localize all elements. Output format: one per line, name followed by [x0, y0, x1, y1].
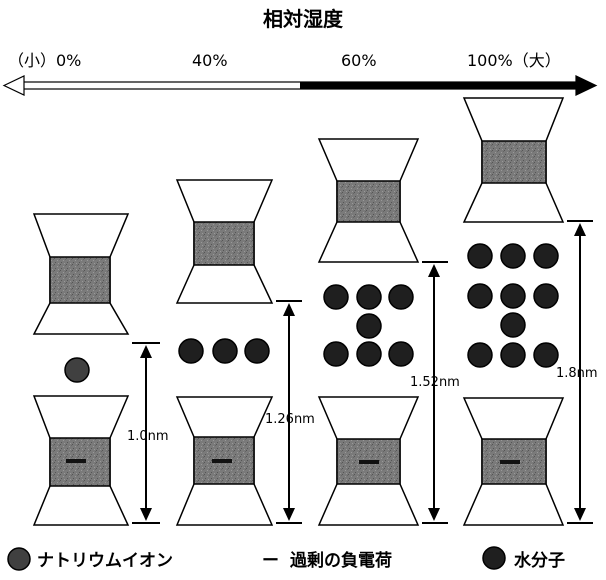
water-molecule-legend-icon	[482, 546, 506, 570]
water-molecule	[212, 338, 238, 364]
upper-layer-core	[49, 256, 111, 304]
water-molecule	[533, 283, 559, 309]
sodium-ion-legend-icon	[7, 547, 31, 571]
water-molecule	[388, 284, 414, 310]
legend: ナトリウムイオン ー 過剰の負電荷 水分子	[7, 546, 565, 571]
axis-tick-40: 40%	[192, 51, 228, 70]
water-molecule	[323, 284, 349, 310]
humidity-axis-arrow	[2, 75, 598, 96]
legend-water-molecule: 水分子	[514, 550, 565, 571]
upper-layer-core	[193, 221, 255, 266]
water-molecule	[388, 341, 414, 367]
upper-layer-core	[336, 180, 401, 223]
legend-sodium-ion: ナトリウムイオン	[37, 551, 173, 571]
legend-negative-charge: 過剰の負電荷	[290, 550, 392, 571]
spacing-label: 1.52nm	[410, 375, 460, 390]
water-molecule	[467, 342, 493, 368]
column-60-percent: 1.52nm	[317, 138, 460, 526]
legend-negative-charge-symbol: ー	[262, 551, 279, 571]
negative-charge-mark	[66, 459, 86, 463]
water-molecule	[500, 283, 526, 309]
column-100-percent: 1.8nm	[462, 97, 598, 526]
water-molecule	[533, 342, 559, 368]
water-molecule	[500, 312, 526, 338]
diagram-title: 相対湿度	[263, 7, 344, 31]
spacing-label: 1.8nm	[556, 366, 598, 381]
negative-charge-mark	[359, 460, 379, 464]
water-molecule	[356, 313, 382, 339]
water-molecule	[356, 284, 382, 310]
axis-tick-60: 60%	[341, 51, 377, 70]
water-molecule	[467, 243, 493, 269]
negative-charge-mark	[212, 459, 232, 463]
water-molecule	[356, 341, 382, 367]
sodium-ion	[64, 357, 90, 383]
water-molecule	[533, 243, 559, 269]
water-molecule	[500, 243, 526, 269]
column-0-percent: 1.0nm	[32, 213, 169, 526]
axis-tick-0: （小）0%	[8, 51, 81, 70]
dimension-arrow	[567, 220, 593, 524]
water-molecule	[500, 342, 526, 368]
water-molecule	[467, 283, 493, 309]
dimension-arrow	[422, 261, 448, 524]
axis-tick-100: 100%（大）	[467, 51, 561, 70]
spacing-label: 1.0nm	[127, 429, 169, 444]
negative-charge-mark	[500, 460, 520, 464]
dimension-arrow	[132, 342, 160, 524]
water-molecule	[244, 338, 270, 364]
water-molecule	[178, 338, 204, 364]
spacing-label: 1.26nm	[265, 412, 315, 427]
water-molecule	[323, 341, 349, 367]
column-40-percent: 1.26nm	[175, 179, 315, 526]
dimension-arrow	[276, 300, 302, 524]
upper-layer-core	[481, 140, 547, 184]
